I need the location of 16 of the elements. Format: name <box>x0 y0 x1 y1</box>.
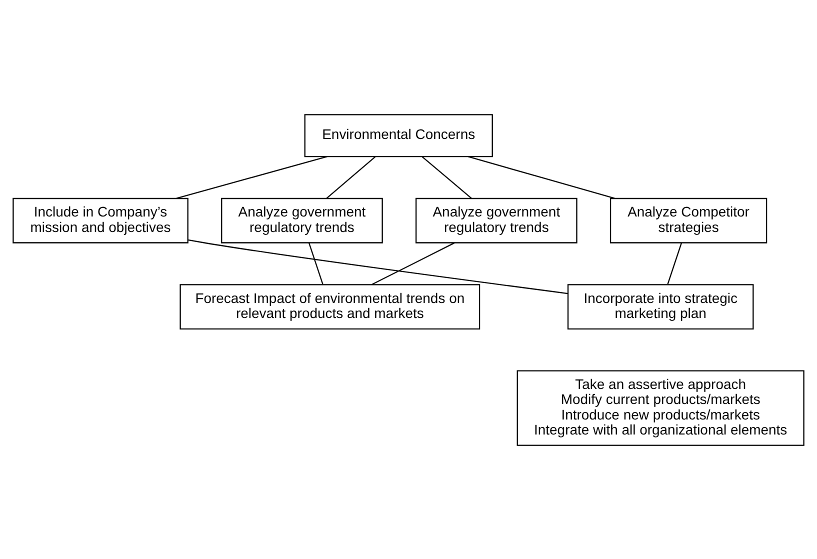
node-box: Take an assertive approach Modify current products/markets Introduce new products/markets Integrate with all organizational elements <box>516 370 804 446</box>
node-box: Analyze Competitor strategies <box>610 197 768 243</box>
node-box: Analyze government regulatory trends <box>221 197 383 243</box>
connector <box>468 156 615 198</box>
connector <box>667 242 682 284</box>
connector <box>372 242 455 284</box>
connector <box>326 156 376 198</box>
connector <box>176 156 328 198</box>
connector <box>308 242 324 284</box>
connector <box>422 156 472 198</box>
node-box: Environmental Concerns <box>304 114 493 157</box>
node-box: Forecast Impact of environmental trends on relevant products and markets <box>180 284 480 329</box>
node-box: Incorporate into strategic marketing plan <box>567 284 754 329</box>
node-box: Include in Company’s mission and objectives <box>12 197 188 243</box>
node-box: Analyze government regulatory trends <box>415 197 578 243</box>
connector <box>188 238 568 294</box>
